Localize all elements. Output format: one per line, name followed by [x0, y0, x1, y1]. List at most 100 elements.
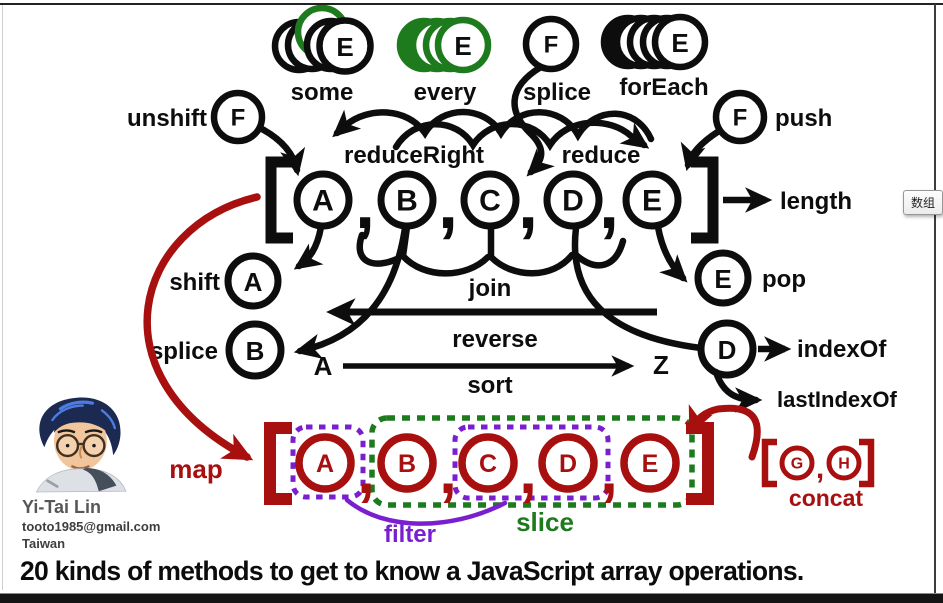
author-name: Yi-Tai Lin [22, 497, 101, 517]
label-unshift: unshift [127, 105, 207, 132]
push-element-letter: F [733, 105, 748, 132]
array-comma: , [438, 164, 458, 244]
result-bracket-left [264, 422, 292, 505]
join-arc [487, 251, 576, 277]
result-letter: D [559, 450, 577, 478]
indexof-element-letter: D [718, 335, 737, 365]
array-letter: C [479, 185, 501, 218]
result-letter: C [479, 450, 497, 478]
array-letter: B [396, 185, 418, 218]
element-circle [522, 15, 580, 73]
avatar-collar-mark [46, 479, 59, 488]
array-bracket-left [265, 156, 293, 244]
shift-arrow [293, 223, 325, 270]
label-every: every [414, 79, 477, 106]
result-element-circle [620, 433, 680, 493]
splice-element-circle [225, 320, 285, 380]
array-element-circle [622, 170, 682, 230]
result-comma: , [519, 435, 537, 507]
concat-bracket-left [761, 438, 777, 488]
splice-element-letter: B [246, 336, 265, 366]
splice-element-letter: F [544, 32, 559, 59]
avatar-nose [79, 446, 83, 459]
concat-element-circle [826, 445, 862, 481]
avatar-hoodie [82, 468, 117, 492]
reduceright-arc-arrow [332, 108, 655, 143]
avatar-hair-streak [51, 404, 85, 422]
concat-bracket-right [859, 438, 875, 488]
label-slice: slice [516, 507, 574, 537]
label-splice-left: splice [150, 338, 218, 365]
indexof-element-circle [697, 319, 757, 379]
label-map: map [169, 454, 222, 484]
top-border [0, 3, 943, 5]
concat-letter: H [838, 456, 850, 473]
result-element-circle [458, 433, 518, 493]
shift-element-letter: A [244, 267, 263, 297]
avatar-hair-streak [58, 400, 95, 411]
array-comma: , [599, 164, 619, 244]
some-stack-icon: E [271, 4, 374, 75]
avatar-mouth [71, 465, 90, 470]
result-letter: B [398, 450, 416, 478]
join-arc [572, 237, 627, 269]
concat-comma: , [816, 452, 824, 485]
pop-arrow [654, 223, 688, 283]
unshift-arrow [258, 125, 306, 177]
shift-element-circle [224, 252, 282, 310]
label-filter: filter [384, 521, 436, 548]
avatar-eye [92, 443, 96, 448]
avatar-fringe [54, 408, 109, 433]
label-pop: pop [762, 266, 806, 293]
author-location: Taiwan [22, 536, 66, 551]
array-letter: D [562, 185, 584, 218]
every-element-letter: E [454, 31, 471, 61]
array-element-circle [543, 170, 603, 230]
filter-brace [344, 497, 508, 526]
label-sort: sort [467, 372, 512, 399]
slice-selection-box [369, 415, 695, 508]
array-bracket-right [691, 156, 719, 244]
pop-element-circle [694, 249, 752, 307]
reduce-arc-arrow [392, 119, 650, 152]
result-array-elements: A B C D E , , , , [295, 433, 680, 507]
bottom-bar [0, 593, 943, 603]
concat-arrow [688, 404, 761, 461]
push-element-circle [712, 89, 768, 145]
splice-insert-arrow [511, 63, 555, 177]
unshift-element-circle [210, 89, 266, 145]
concat-element-circle [779, 445, 815, 481]
stack-front-circle [651, 13, 709, 71]
left-border [2, 5, 3, 590]
map-arrow [143, 193, 261, 461]
sort-to-letter: Z [653, 350, 669, 380]
result-comma: , [357, 435, 375, 507]
indexof-curve [571, 224, 705, 352]
label-join: join [468, 275, 512, 302]
label-indexof: indexOf [797, 336, 887, 363]
stack-front-circle [316, 17, 374, 75]
array-letter: E [642, 185, 662, 218]
stack-front-circle [434, 16, 492, 74]
label-reduce: reduce [562, 142, 641, 169]
pop-element-letter: E [714, 264, 731, 294]
array-letter: A [312, 185, 334, 218]
page-title: 20 kinds of methods to get to know a Jav… [20, 556, 804, 586]
array-comma: , [518, 164, 538, 244]
label-reverse: reverse [452, 326, 537, 353]
foreach-stack-icon: E [600, 13, 709, 71]
label-lastindexof: lastIndexOf [777, 387, 897, 412]
array-comma: , [355, 164, 375, 244]
avatar-eyebrow [84, 429, 103, 434]
avatar-hair-streak [100, 409, 117, 430]
array-elements: A B C D E , , , , [293, 164, 682, 244]
some-element-letter: E [336, 32, 353, 62]
label-foreach: forEach [619, 74, 708, 101]
filter-selection-box [452, 424, 611, 501]
result-element-circle [295, 433, 355, 493]
unshift-element-letter: F [231, 105, 246, 132]
result-comma: , [439, 435, 457, 507]
result-element-circle [538, 433, 598, 493]
